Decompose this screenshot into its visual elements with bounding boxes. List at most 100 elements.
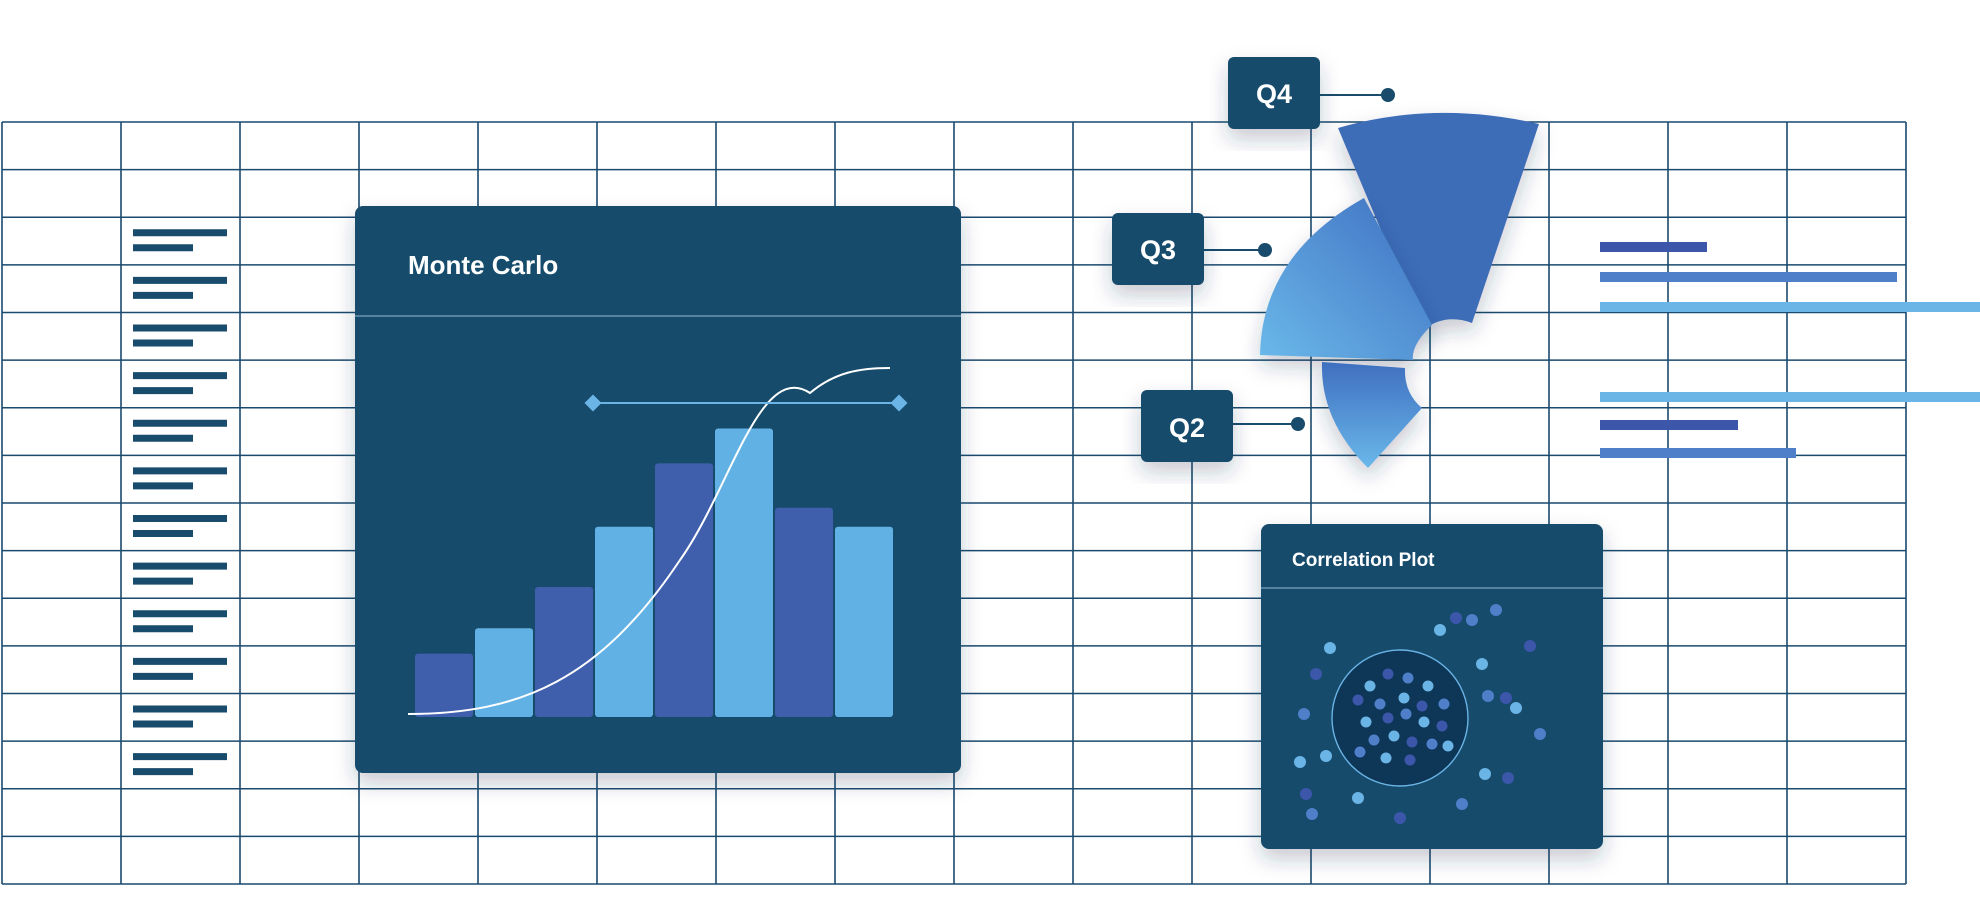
histogram-bar <box>595 526 653 717</box>
text-line-long <box>133 657 227 665</box>
scatter-point <box>1476 658 1488 670</box>
range-marker-end <box>890 394 908 412</box>
scatter-point <box>1534 728 1546 740</box>
text-line-short <box>133 387 193 395</box>
q3-callout: Q3 <box>1112 213 1272 285</box>
scatter-point <box>1436 720 1448 732</box>
range-marker <box>584 394 908 412</box>
text-line-long <box>133 276 227 284</box>
scatter-point <box>1352 694 1364 706</box>
correlation-scatter <box>1294 604 1546 824</box>
text-line-short <box>133 530 193 537</box>
text-line-short <box>133 434 193 442</box>
text-line-short <box>133 244 193 252</box>
text-line-long <box>133 467 227 475</box>
text-line-short <box>133 339 193 347</box>
scatter-point <box>1374 698 1386 710</box>
q4-segment <box>1338 112 1539 330</box>
scatter-point <box>1510 702 1522 714</box>
correlation-plot-title: Correlation Plot <box>1292 550 1435 571</box>
scatter-point <box>1490 604 1502 616</box>
scatter-point <box>1382 668 1394 680</box>
scatter-point <box>1368 734 1380 746</box>
scatter-point <box>1298 708 1310 720</box>
histogram-bar <box>475 628 533 717</box>
scatter-point <box>1306 808 1318 820</box>
text-line-short <box>133 625 193 633</box>
correlation-cluster-ring <box>1331 649 1469 787</box>
scatter-point <box>1402 672 1414 684</box>
scatter-point <box>1426 738 1438 750</box>
scatter-point <box>1479 768 1491 780</box>
text-line-short <box>133 672 193 680</box>
text-line-long <box>133 515 227 522</box>
scatter-point <box>1320 750 1332 762</box>
q2-callout: Q2 <box>1141 390 1305 462</box>
text-line-long <box>133 705 227 713</box>
scatter-point <box>1434 624 1446 636</box>
text-line-short <box>133 291 193 299</box>
scatter-point <box>1360 716 1372 728</box>
scatter-point <box>1354 746 1366 758</box>
text-line-long <box>133 419 227 427</box>
scatter-point <box>1438 698 1450 710</box>
monte-carlo-histogram <box>415 428 893 717</box>
histogram-bar <box>415 653 473 717</box>
text-line-long <box>133 753 227 761</box>
progress-line <box>1600 272 1897 282</box>
q4-callout: Q4 <box>1228 57 1395 129</box>
text-line-long <box>133 324 227 332</box>
q2-label-box <box>1141 390 1233 462</box>
scatter-point <box>1364 680 1376 692</box>
q3-label: Q3 <box>1140 235 1176 265</box>
progress-line <box>1600 242 1707 252</box>
histogram-bar <box>655 463 713 717</box>
scatter-point <box>1442 740 1454 752</box>
scatter-point <box>1406 736 1418 748</box>
scatter-point <box>1400 708 1412 720</box>
scatter-point <box>1380 752 1392 764</box>
q2-segment <box>1321 362 1422 468</box>
text-line-short <box>133 720 193 728</box>
cumulative-curve <box>407 367 891 715</box>
scatter-point <box>1466 614 1478 626</box>
scatter-point <box>1352 792 1364 804</box>
scatter-point <box>1502 772 1514 784</box>
scatter-point <box>1388 730 1400 742</box>
scatter-point <box>1422 680 1434 692</box>
monte-carlo-title: Monte Carlo <box>408 250 558 280</box>
text-line-long <box>133 562 227 570</box>
q4-label: Q4 <box>1256 79 1292 109</box>
q3-segment <box>1260 198 1432 360</box>
scatter-point <box>1294 756 1306 768</box>
histogram-bar <box>775 507 833 717</box>
scatter-point <box>1524 640 1536 652</box>
text-line-short <box>133 482 193 490</box>
progress-line <box>1600 448 1796 458</box>
scatter-point <box>1500 692 1512 704</box>
scatter-point <box>1310 668 1322 680</box>
q4-label-box <box>1228 57 1320 129</box>
scatter-point <box>1394 812 1406 824</box>
text-line-long <box>133 610 227 618</box>
progress-line <box>1600 392 1980 402</box>
quarter-polar-chart <box>1260 112 1539 468</box>
scatter-point <box>1416 700 1428 712</box>
scatter-point <box>1450 612 1462 624</box>
text-line-long <box>133 229 227 237</box>
scatter-point <box>1382 712 1394 724</box>
text-line-long <box>133 372 227 380</box>
text-line-short <box>133 577 193 585</box>
scatter-point <box>1418 716 1430 728</box>
progress-line <box>1600 420 1738 430</box>
text-line-short <box>133 768 193 776</box>
q2-label: Q2 <box>1169 413 1205 443</box>
scatter-point <box>1300 788 1312 800</box>
scatter-point <box>1404 754 1416 766</box>
histogram-bar <box>835 526 893 717</box>
scatter-point <box>1482 690 1494 702</box>
range-marker-start <box>584 394 602 412</box>
row-text-lines <box>133 229 227 776</box>
q3-label-box <box>1112 213 1204 285</box>
